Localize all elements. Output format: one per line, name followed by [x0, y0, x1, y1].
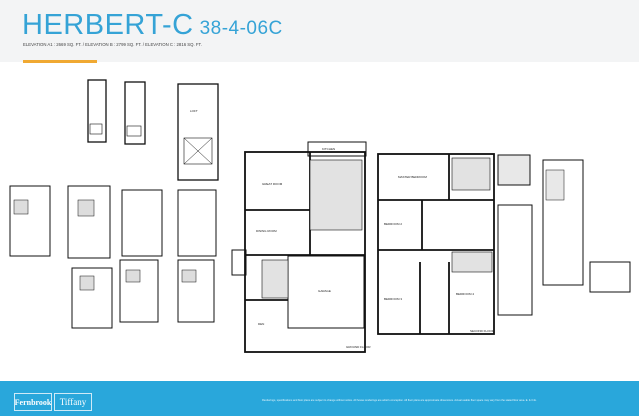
room-loft: LOFT	[190, 109, 198, 113]
room-bed3: BEDROOM 3	[384, 297, 402, 301]
room-den: DEN	[258, 322, 264, 326]
second-floor-label: SECOND FLOOR	[470, 329, 495, 333]
elevation-areas: ELEVATION A1 : 2669 SQ. FT. / ELEVATION …	[23, 42, 202, 47]
model-number: 38-4-06C	[199, 18, 283, 39]
loft-plan-b	[124, 81, 146, 145]
model-name: HERBERT-C	[22, 9, 194, 41]
option-plan-3	[119, 189, 163, 323]
option-plan-right-3	[589, 261, 631, 293]
disclaimer: Renderings, specifications and floor pla…	[262, 399, 537, 402]
room-bed4: BEDROOM 4	[456, 292, 474, 296]
room-garage: GARAGE	[318, 289, 331, 293]
room-bed2: BEDROOM 2	[384, 222, 402, 226]
room-master: MASTER BEDROOM	[398, 175, 427, 179]
ground-floor-plan	[231, 141, 367, 353]
second-floor-plan	[377, 153, 495, 335]
option-plan-2	[67, 185, 111, 259]
room-dining: DINING ROOM	[256, 229, 277, 233]
fernbrook-logo: Fernbrook	[14, 393, 52, 411]
footer: Fernbrook Tiffany Renderings, specificat…	[0, 381, 639, 416]
option-plan-1	[9, 185, 51, 257]
option-plan-right-1	[497, 154, 533, 316]
room-great-room: GREAT ROOM	[262, 182, 283, 186]
loft-plan-a	[87, 79, 107, 143]
floor-plans: GREAT ROOM DINING ROOM KITCHEN GARAGE DE…	[9, 79, 631, 353]
option-plan-right-2	[542, 159, 584, 286]
option-plan-4	[177, 189, 217, 323]
ground-floor-label: GROUND FLOOR	[346, 345, 371, 349]
room-kitchen: KITCHEN	[322, 147, 335, 151]
tiffany-logo: Tiffany	[54, 393, 92, 411]
accent-bar	[23, 60, 97, 63]
loft-plan-c	[177, 83, 219, 181]
option-plan-5	[71, 267, 113, 329]
